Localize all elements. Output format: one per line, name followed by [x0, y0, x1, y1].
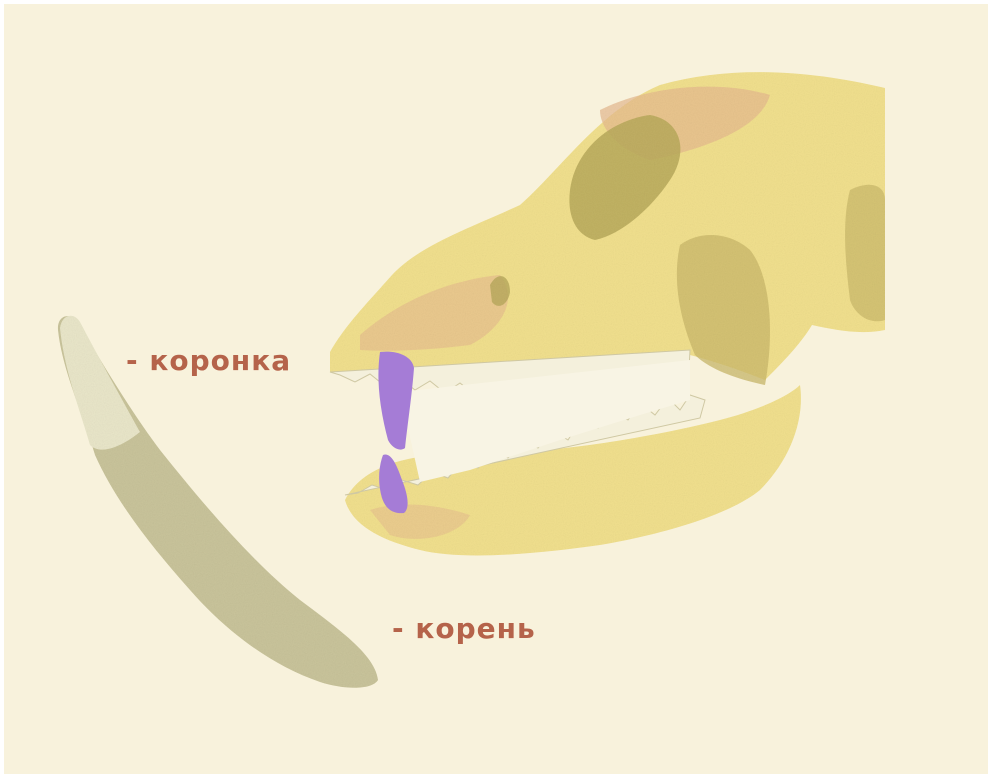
extracted-tooth-crown [60, 316, 140, 450]
crown-label: - коронка [126, 344, 291, 377]
highlighted-upper-canine [378, 352, 414, 450]
occipital-shadow [845, 185, 885, 322]
root-label: - корень [392, 612, 536, 645]
